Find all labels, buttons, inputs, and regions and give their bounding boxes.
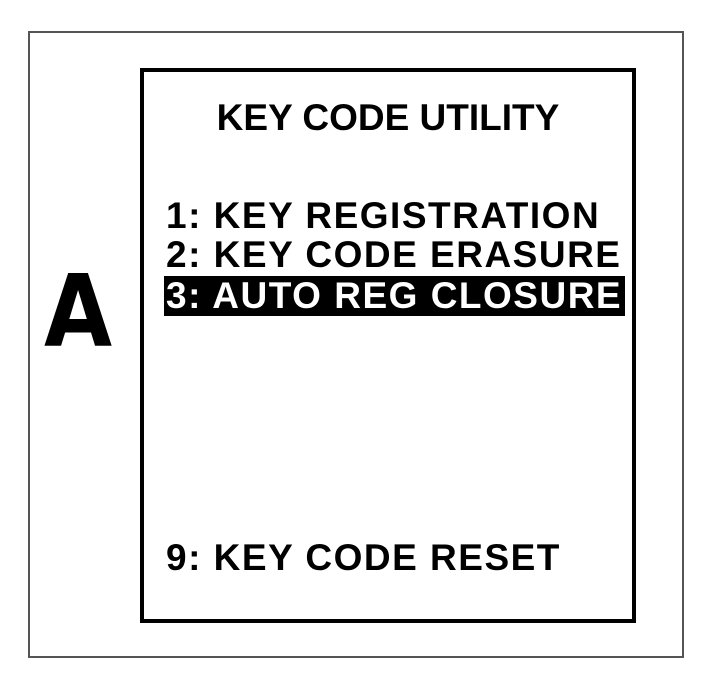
menu-item-key-code-reset[interactable]: 9: KEY CODE RESET: [166, 537, 561, 578]
device-screen: KEY CODE UTILITY 1: KEY REGISTRATION 2: …: [140, 68, 636, 623]
menu-item-key-registration[interactable]: 1: KEY REGISTRATION: [166, 195, 601, 236]
menu-item-key-code-erasure[interactable]: 2: KEY CODE ERASURE: [166, 234, 622, 275]
screen-title: KEY CODE UTILITY: [216, 97, 560, 138]
menu-item-auto-reg-closure[interactable]: 3: AUTO REG CLOSURE: [164, 276, 626, 316]
panel-label: A: [44, 253, 113, 370]
